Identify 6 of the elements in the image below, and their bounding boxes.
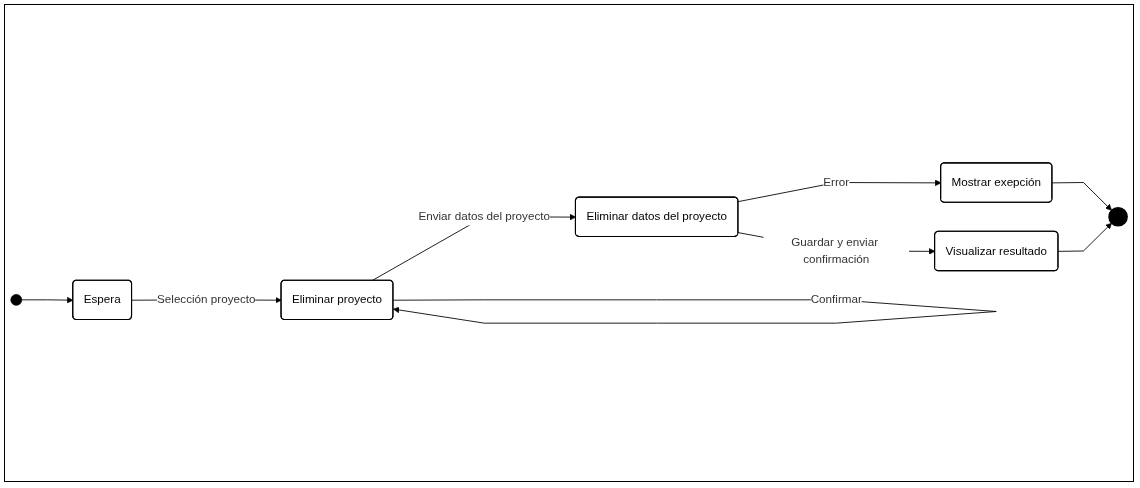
edge-label: Error bbox=[823, 175, 850, 189]
edge-label: Confirmar bbox=[810, 293, 862, 306]
edge-label: Guardar y enviar confirmación bbox=[791, 235, 879, 266]
node-circle bbox=[10, 294, 23, 306]
edge-label: Selección proyecto bbox=[157, 293, 256, 306]
edge-label: Enviar datos del proyecto bbox=[418, 210, 550, 223]
